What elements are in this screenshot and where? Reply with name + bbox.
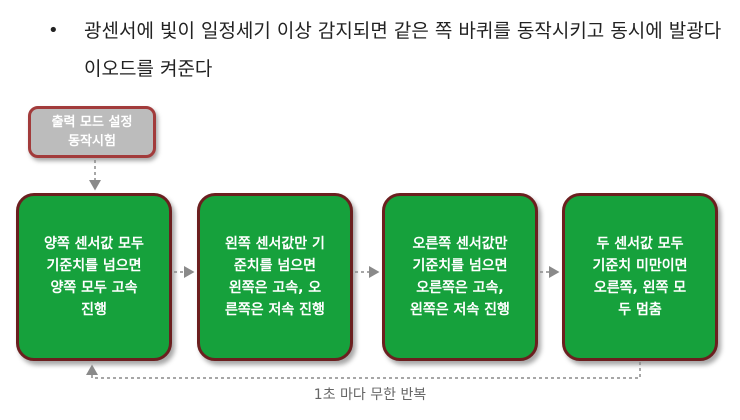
instruction-bullet: • 광센서에 빛이 일정세기 이상 감지되면 같은 쪽 바퀴를 동작시키고 동시…	[48, 12, 728, 88]
step-box-right-only: 오른쪽 센서값만 기준치를 넘으면 오른쪽은 고속, 왼쪽은 저속 진행	[382, 193, 538, 361]
step-1-line-1: 양쪽 센서값 모두	[44, 236, 144, 252]
step-3-line-1: 오른쪽 센서값만	[412, 236, 508, 252]
start-label-line-2: 동작시험	[68, 134, 116, 149]
step-3-line-3: 오른쪽은 고속,	[416, 280, 504, 296]
instruction-text: 광센서에 빛이 일정세기 이상 감지되면 같은 쪽 바퀴를 동작시키고 동시에 …	[84, 20, 722, 80]
step-3-line-4: 왼쪽은 저속 진행	[410, 302, 510, 318]
step-4-line-4: 두 멈춤	[618, 302, 662, 318]
step-2-line-3: 왼쪽은 고속, 오	[228, 280, 322, 296]
step-4-line-1: 두 센서값 모두	[596, 236, 684, 252]
step-1-line-2: 기준치를 넘으면	[46, 258, 142, 274]
step-1-line-3: 양쪽 모두 고속	[50, 280, 138, 296]
loop-label: 1초 마다 무한 반복	[313, 387, 427, 403]
start-box-output-mode: 출력 모드 설정 동작시험	[28, 106, 156, 158]
step-3-line-2: 기준치를 넘으면	[412, 258, 508, 274]
step-box-both-high: 양쪽 센서값 모두 기준치를 넘으면 양쪽 모두 고속 진행	[16, 193, 172, 361]
arrow-loop-back	[86, 362, 641, 379]
step-4-line-3: 오른쪽, 왼쪽 모	[593, 280, 687, 296]
step-4-line-2: 기준치 미만이면	[592, 258, 688, 274]
step-1-line-4: 진행	[81, 302, 107, 318]
step-box-left-only: 왼쪽 센서값만 기 준치를 넘으면 왼쪽은 고속, 오 른쪽은 저속 진행	[197, 193, 353, 361]
step-box-both-low: 두 센서값 모두 기준치 미만이면 오른쪽, 왼쪽 모 두 멈춤	[562, 193, 718, 361]
bullet-marker: •	[48, 20, 59, 41]
step-2-line-4: 른쪽은 저속 진행	[225, 302, 325, 318]
step-2-line-2: 준치를 넘으면	[233, 258, 317, 274]
start-label-line-1: 출력 모드 설정	[51, 115, 133, 130]
step-2-line-1: 왼쪽 센서값만 기	[225, 236, 325, 252]
